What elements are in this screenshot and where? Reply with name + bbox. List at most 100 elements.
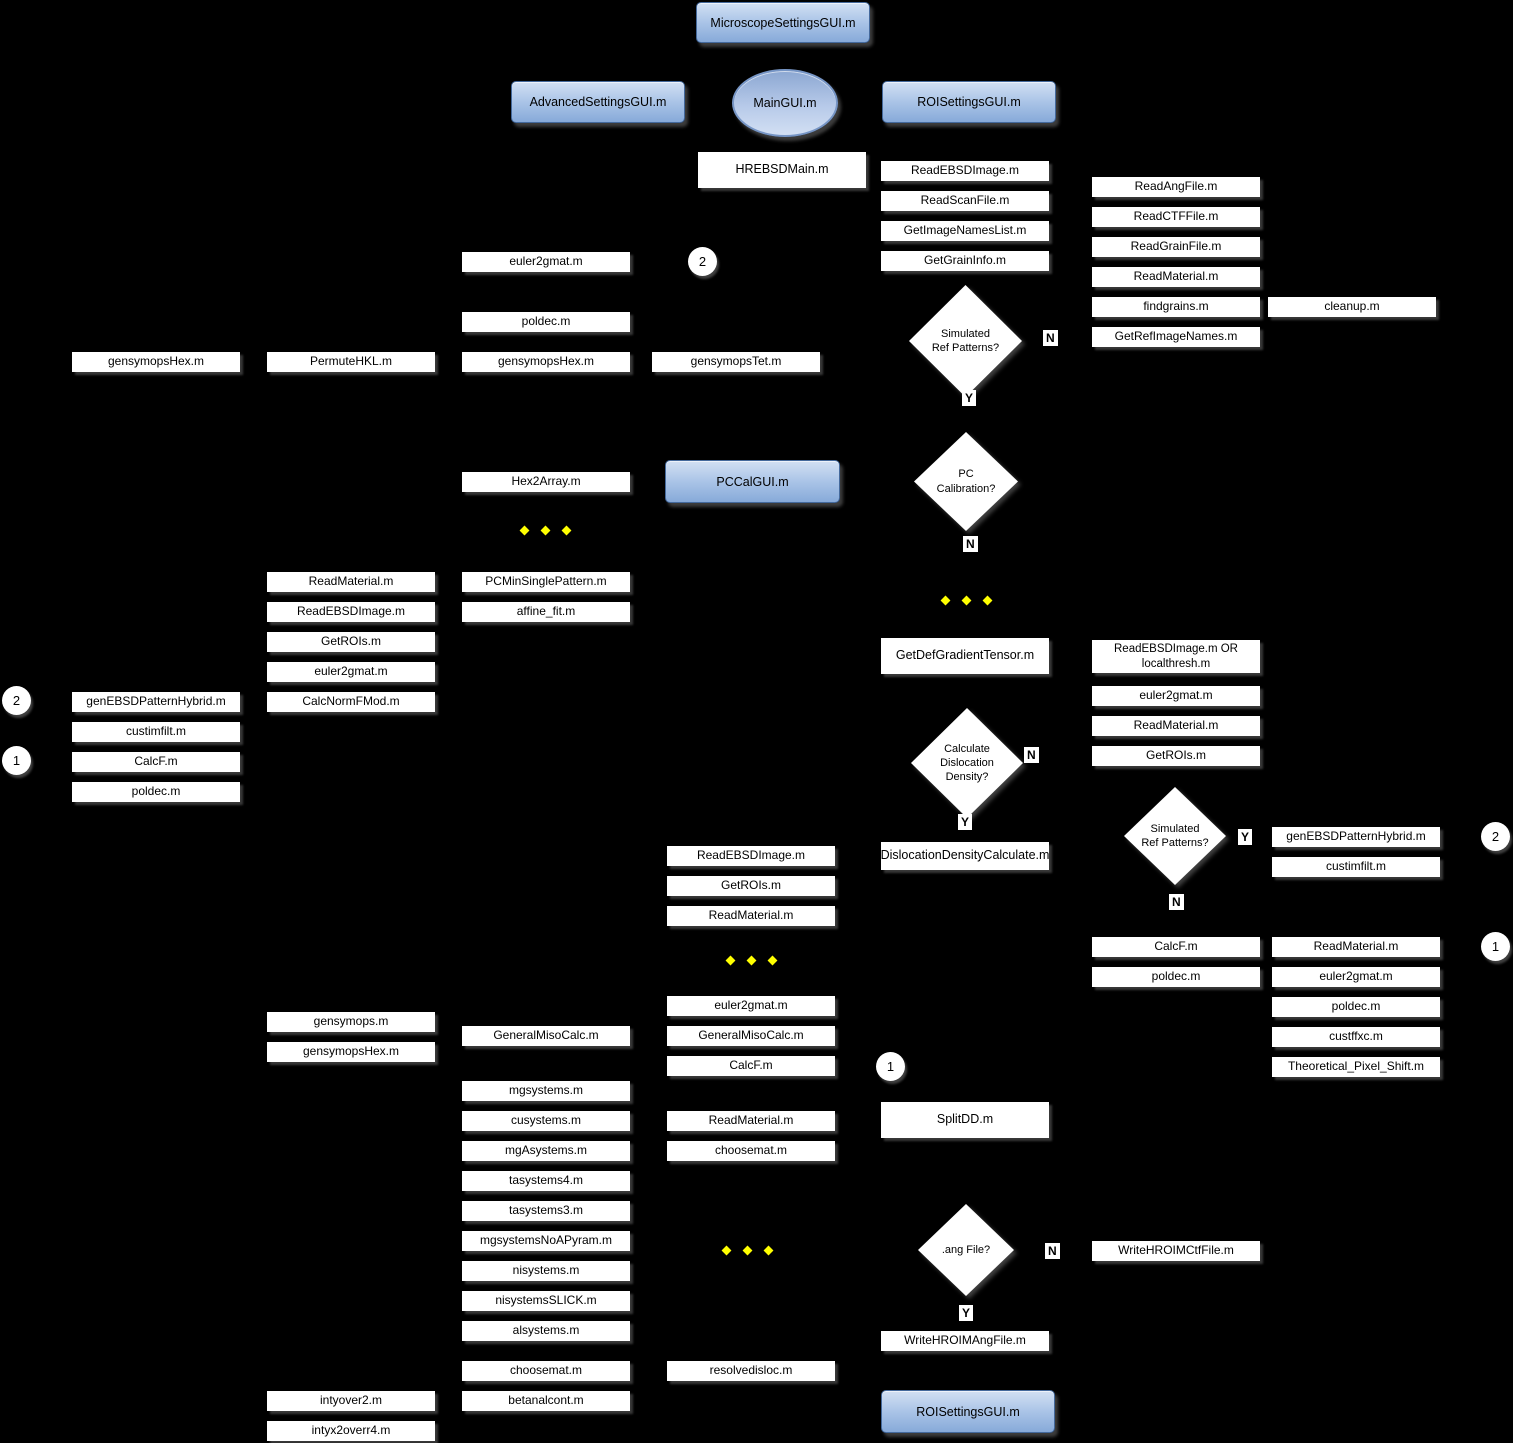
function-node-gensymopshex-m: gensymopsHex.m: [267, 1042, 435, 1062]
function-node-euler2gmat-m: euler2gmat.m: [1092, 686, 1260, 706]
function-node-pcminsinglepattern-m: PCMinSinglePattern.m: [462, 572, 630, 592]
number-badge-1: 1: [2, 746, 31, 775]
decision-line: .ang File?: [941, 1243, 991, 1256]
function-node-mgsystemsnoapyram-m: mgsystemsNoAPyram.m: [462, 1231, 630, 1251]
ellipsis-dots: [721, 1245, 774, 1256]
function-node-getrois-m: GetROIs.m: [667, 876, 835, 896]
gui-node-microscopesettingsgui-m: MicroscopeSettingsGUI.m: [696, 2, 870, 43]
function-node-euler2gmat-m: euler2gmat.m: [1272, 967, 1440, 987]
ellipsis-dot: [746, 955, 757, 966]
function-node-tasystems3-m: tasystems3.m: [462, 1201, 630, 1221]
function-node-tasystems4-m: tasystems4.m: [462, 1171, 630, 1191]
function-node-readmaterial-m: ReadMaterial.m: [1092, 267, 1260, 287]
function-node-readangfile-m: ReadAngFile.m: [1092, 177, 1260, 197]
function-node-calcnormfmod-m: CalcNormFMod.m: [267, 692, 435, 712]
function-node-betanalcont-m: betanalcont.m: [462, 1391, 630, 1411]
ellipsis-dot: [763, 1245, 774, 1256]
function-node-genebsdpatternhybrid-m: genEBSDPatternHybrid.m: [1272, 827, 1440, 847]
function-node-mgsystems-m: mgsystems.m: [462, 1081, 630, 1101]
function-node-readmaterial-m: ReadMaterial.m: [667, 1111, 835, 1131]
function-node-readebsdimage-m: ReadEBSDImage.m: [267, 602, 435, 622]
number-badge-2: 2: [688, 247, 717, 276]
function-node-choosemat-m: choosemat.m: [462, 1361, 630, 1381]
function-node-readmaterial-m: ReadMaterial.m: [1092, 716, 1260, 736]
function-node-hrebsdmain-m: HREBSDMain.m: [698, 152, 866, 188]
function-node-custffxc-m: custffxc.m: [1272, 1027, 1440, 1047]
decision-line: Simulated: [1150, 822, 1200, 835]
decision-line: Simulated: [941, 327, 990, 340]
ellipsis-dot: [742, 1245, 753, 1256]
number-badge-1: 1: [1481, 932, 1510, 961]
branch-label-n: N: [1043, 330, 1058, 346]
gui-node-advancedsettingsgui-m: AdvancedSettingsGUI.m: [511, 81, 685, 123]
function-node-getrois-m: GetROIs.m: [1092, 746, 1260, 766]
function-node-poldec-m: poldec.m: [1092, 967, 1260, 987]
decision-line: Dislocation: [940, 756, 994, 769]
branch-label-y: Y: [958, 814, 973, 830]
branch-label-n: N: [963, 536, 978, 552]
ellipsis-dot: [540, 525, 551, 536]
decision-node-ang-file: .ang File?: [918, 1204, 1014, 1296]
decision-line: Ref Patterns?: [931, 342, 1000, 354]
function-node-custimfilt-m: custimfilt.m: [1272, 857, 1440, 877]
function-node-findgrains-m: findgrains.m: [1092, 297, 1260, 317]
branch-label-y: Y: [959, 1305, 974, 1321]
function-node-writehroimangfile-m: WriteHROIMAngFile.m: [881, 1331, 1049, 1351]
function-node-poldec-m: poldec.m: [72, 782, 240, 802]
function-node-getrois-m: GetROIs.m: [267, 632, 435, 652]
branch-label-y: Y: [1238, 829, 1253, 845]
decision-diamond: .ang File?: [918, 1204, 1014, 1296]
number-badge-2: 2: [1481, 822, 1510, 851]
gui-node-maingui-m: MainGUI.m: [732, 69, 838, 137]
function-node-readctffile-m: ReadCTFFile.m: [1092, 207, 1260, 227]
function-node-poldec-m: poldec.m: [1272, 997, 1440, 1017]
ellipsis-dot: [961, 595, 972, 606]
function-node-calcf-m: CalcF.m: [72, 752, 240, 772]
branch-label-n: N: [1024, 747, 1039, 763]
function-node-euler2gmat-m: euler2gmat.m: [462, 252, 630, 272]
function-node-readgrainfile-m: ReadGrainFile.m: [1092, 237, 1260, 257]
function-node-generalmisocalc-m: GeneralMisoCalc.m: [462, 1026, 630, 1046]
branch-label-n: N: [1045, 1243, 1060, 1259]
function-node-readscanfile-m: ReadScanFile.m: [881, 191, 1049, 211]
ellipsis-dots: [940, 595, 993, 606]
function-node-alsystems-m: alsystems.m: [462, 1321, 630, 1341]
ellipsis-dot: [721, 1245, 732, 1256]
ellipsis-dot: [519, 525, 530, 536]
function-node-readmaterial-m: ReadMaterial.m: [667, 906, 835, 926]
branch-label-n: N: [1169, 894, 1184, 910]
function-node-theoretical-pixel-shift-m: Theoretical_Pixel_Shift.m: [1272, 1057, 1440, 1077]
number-badge-2: 2: [2, 686, 31, 715]
decision-line: Calculate: [944, 742, 990, 755]
function-node-permutehkl-m: PermuteHKL.m: [267, 352, 435, 372]
ellipsis-dots: [725, 955, 778, 966]
function-node-cleanup-m: cleanup.m: [1268, 297, 1436, 317]
ellipsis-dot: [767, 955, 778, 966]
function-node-choosemat-m: choosemat.m: [667, 1141, 835, 1161]
ellipsis-dot: [982, 595, 993, 606]
function-node-nisystems-m: nisystems.m: [462, 1261, 630, 1281]
function-node-generalmisocalc-m: GeneralMisoCalc.m: [667, 1026, 835, 1046]
function-node-euler2gmat-m: euler2gmat.m: [267, 662, 435, 682]
ellipsis-dots: [519, 525, 572, 536]
gui-node-roisettingsgui-m: ROISettingsGUI.m: [882, 81, 1056, 123]
function-node-calcf-m: CalcF.m: [1092, 937, 1260, 957]
function-node-custimfilt-m: custimfilt.m: [72, 722, 240, 742]
decision-line: Density?: [945, 771, 989, 784]
branch-label-y: Y: [962, 390, 977, 406]
function-node-writehroimctffile-m: WriteHROIMCtfFile.m: [1092, 1241, 1260, 1261]
function-node-splitdd-m: SplitDD.m: [881, 1102, 1049, 1138]
function-node-poldec-m: poldec.m: [462, 312, 630, 332]
function-node-intyover2-m: intyover2.m: [267, 1391, 435, 1411]
function-node-genebsdpatternhybrid-m: genEBSDPatternHybrid.m: [72, 692, 240, 712]
